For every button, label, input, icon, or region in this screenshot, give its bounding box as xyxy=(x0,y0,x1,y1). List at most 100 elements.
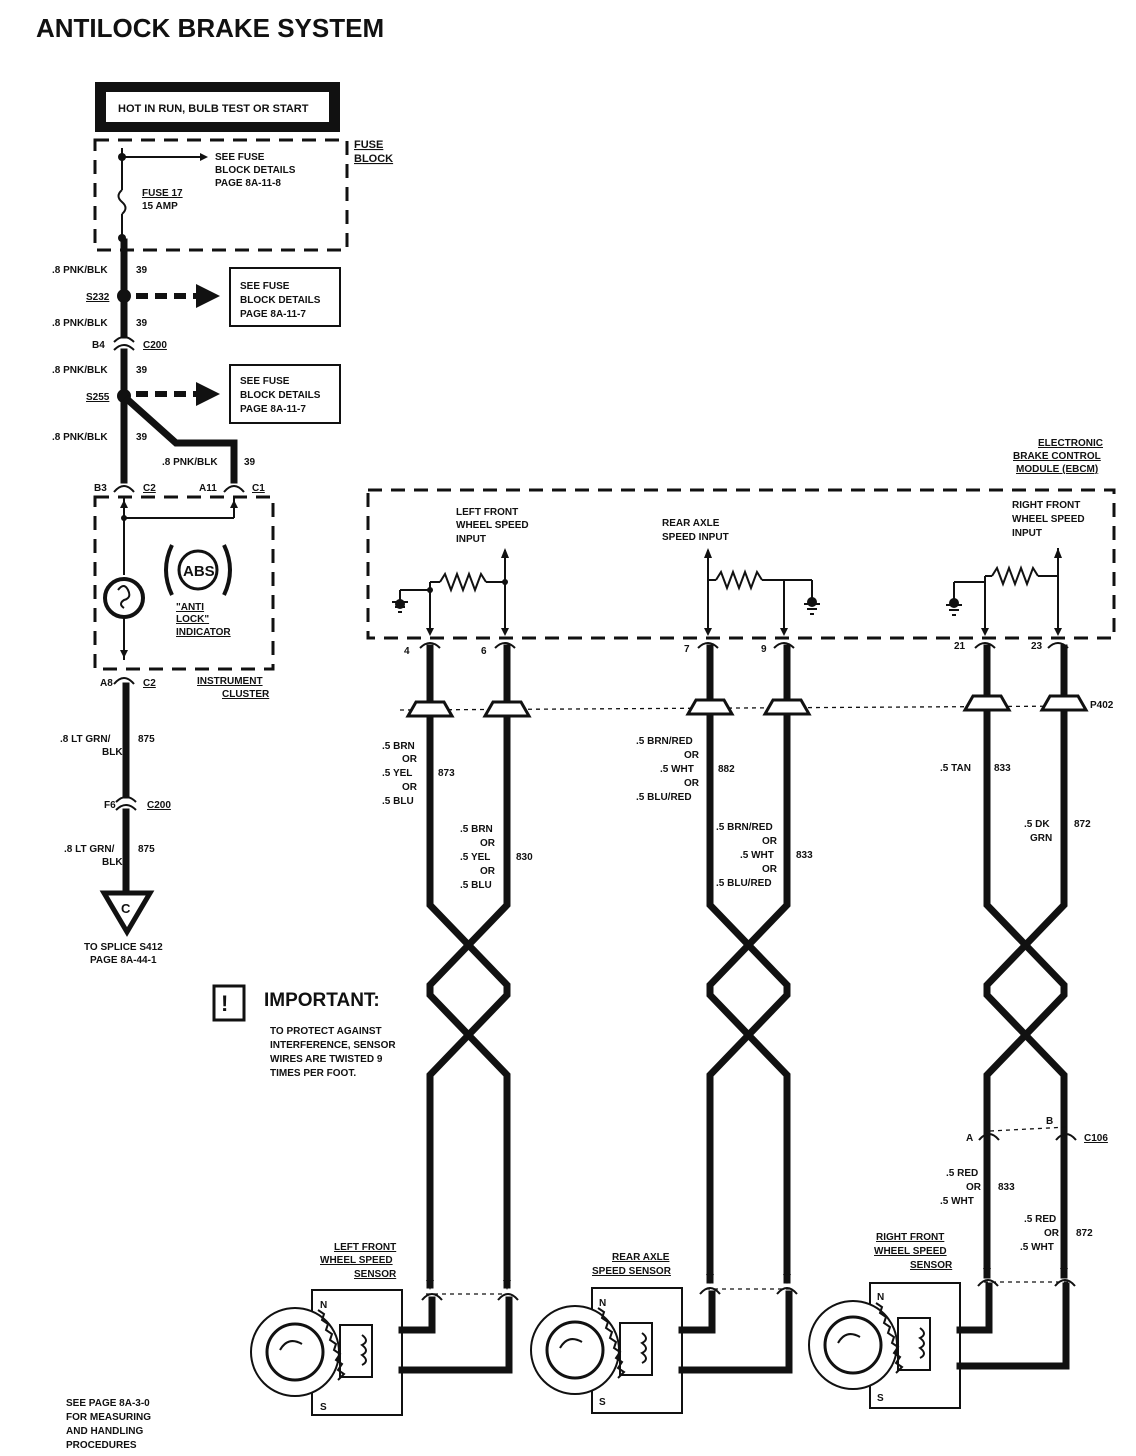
ebcm-pin-9: 9 xyxy=(761,644,767,655)
svg-text:S232: S232 xyxy=(86,292,110,303)
svg-text:OR: OR xyxy=(684,750,700,761)
ebcm-pin-21: 21 xyxy=(954,641,966,652)
svg-text:SEE FUSE: SEE FUSE xyxy=(240,281,290,292)
svg-text:.5 TAN: .5 TAN xyxy=(940,763,971,774)
ground-c-triangle-icon xyxy=(99,890,155,937)
svg-text:PROCEDURES: PROCEDURES xyxy=(66,1440,137,1451)
svg-text:REAR AXLE: REAR AXLE xyxy=(612,1252,670,1263)
svg-text:.8 PNK/BLK: .8 PNK/BLK xyxy=(162,457,218,468)
svg-text:872: 872 xyxy=(1076,1228,1093,1239)
svg-text:OR: OR xyxy=(966,1182,982,1193)
svg-text:.5 BLU: .5 BLU xyxy=(382,796,414,807)
svg-text:N: N xyxy=(320,1300,327,1311)
svg-text:.5 YEL: .5 YEL xyxy=(460,852,490,863)
svg-text:BLOCK DETAILS: BLOCK DETAILS xyxy=(215,165,296,176)
svg-text:A: A xyxy=(966,1133,973,1144)
power-source-label: HOT IN RUN, BULB TEST OR START xyxy=(118,103,309,115)
svg-text:TIMES PER FOOT.: TIMES PER FOOT. xyxy=(270,1068,356,1079)
ground-note: TO SPLICE S412 xyxy=(84,942,163,953)
svg-text:39: 39 xyxy=(244,457,256,468)
svg-text:OR: OR xyxy=(1044,1228,1060,1239)
svg-text:BLK: BLK xyxy=(102,857,123,868)
svg-text:PAGE 8A-44-1: PAGE 8A-44-1 xyxy=(90,955,157,966)
svg-text:.5 BRN: .5 BRN xyxy=(460,824,493,835)
svg-text:N: N xyxy=(877,1292,884,1303)
svg-text:PAGE 8A-11-7: PAGE 8A-11-7 xyxy=(240,404,306,415)
svg-text:PAGE 8A-11-8: PAGE 8A-11-8 xyxy=(215,178,281,189)
svg-text:.5 RED: .5 RED xyxy=(1024,1214,1056,1225)
fuse-symbol-icon xyxy=(117,189,127,215)
svg-text:OR: OR xyxy=(762,864,778,875)
svg-text:C1: C1 xyxy=(252,483,265,494)
branch-wire-a11 xyxy=(123,395,238,484)
fuse-block-outline xyxy=(93,138,349,252)
svg-text:B3: B3 xyxy=(94,483,107,494)
abs-logo-icon xyxy=(164,544,174,596)
svg-text:C2: C2 xyxy=(143,483,156,494)
footnote: SEE PAGE 8A-3-0 xyxy=(66,1398,150,1409)
svg-text:OR: OR xyxy=(480,838,496,849)
important-heading: IMPORTANT: xyxy=(264,990,380,1011)
indicator-lamp-icon xyxy=(103,577,145,619)
svg-text:OR: OR xyxy=(684,778,700,789)
page-title: ANTILOCK BRAKE SYSTEM xyxy=(36,13,384,43)
abs-logo-text: ABS xyxy=(183,563,215,580)
fuse-label: FUSE 17 xyxy=(142,188,183,199)
svg-text:.5 BRN/RED: .5 BRN/RED xyxy=(716,822,773,833)
connector-c200-f6 xyxy=(115,796,137,803)
exclamation-icon: ! xyxy=(221,991,228,1016)
svg-text:.5 BRN/RED: .5 BRN/RED xyxy=(636,736,693,747)
connector-c200-top xyxy=(113,336,135,343)
svg-text:WHEEL SPEED: WHEEL SPEED xyxy=(456,520,529,531)
svg-text:C2: C2 xyxy=(143,678,156,689)
svg-text:PAGE 8A-11-7: PAGE 8A-11-7 xyxy=(240,309,306,320)
lf-resistor-icon xyxy=(439,571,487,593)
svg-text:LOCK": LOCK" xyxy=(176,614,209,625)
svg-text:GRN: GRN xyxy=(1030,833,1052,844)
ra-input-label: SPEED INPUT xyxy=(662,532,729,543)
ra-sensor-wire-pair xyxy=(706,644,791,1284)
connector-c106-a xyxy=(978,1133,1000,1141)
lf-input-label: INPUT xyxy=(456,534,486,545)
c106-label: C106 xyxy=(1084,1133,1108,1144)
connector-c106-b xyxy=(1055,1133,1077,1141)
svg-text:882: 882 xyxy=(718,764,735,775)
svg-text:.8 LT GRN/: .8 LT GRN/ xyxy=(60,734,111,745)
s232-arrow-icon xyxy=(196,284,220,308)
svg-text:.5 WHT: .5 WHT xyxy=(1020,1242,1054,1253)
important-icon xyxy=(212,984,246,1022)
svg-text:REAR AXLE: REAR AXLE xyxy=(662,518,720,529)
svg-text:B4: B4 xyxy=(92,340,105,351)
svg-text:.5 BLU: .5 BLU xyxy=(460,880,492,891)
connector-c2-b3 xyxy=(113,485,135,493)
svg-text:S255: S255 xyxy=(86,392,110,403)
ra-sensor-label: SPEED SENSOR xyxy=(592,1266,672,1277)
svg-text:.8 PNK/BLK: .8 PNK/BLK xyxy=(52,265,108,276)
svg-text:FOR MEASURING: FOR MEASURING xyxy=(66,1412,151,1423)
svg-text:C200: C200 xyxy=(147,800,171,811)
fuse-block-label: FUSE xyxy=(354,139,383,151)
connector-c2-a8 xyxy=(113,677,135,685)
rf-ground-icon xyxy=(946,604,962,616)
svg-text:RIGHT FRONT: RIGHT FRONT xyxy=(1012,500,1080,511)
svg-text:LEFT FRONT: LEFT FRONT xyxy=(334,1242,396,1253)
svg-text:RIGHT FRONT: RIGHT FRONT xyxy=(876,1232,944,1243)
svg-text:.8 PNK/BLK: .8 PNK/BLK xyxy=(52,365,108,376)
svg-text:.5 BRN: .5 BRN xyxy=(382,741,415,752)
svg-text:ELECTRONIC: ELECTRONIC xyxy=(1038,438,1103,449)
svg-text:.8 PNK/BLK: .8 PNK/BLK xyxy=(52,318,108,329)
svg-text:A8: A8 xyxy=(100,678,113,689)
svg-text:873: 873 xyxy=(438,768,455,779)
svg-text:15 AMP: 15 AMP xyxy=(142,201,178,212)
svg-text:S: S xyxy=(599,1397,606,1408)
svg-text:LEFT FRONT: LEFT FRONT xyxy=(456,507,518,518)
svg-text:A11: A11 xyxy=(199,483,217,494)
ra-resistor-icon xyxy=(715,569,763,591)
svg-text:.5 DK: .5 DK xyxy=(1024,819,1050,830)
svg-text:830: 830 xyxy=(516,852,533,863)
svg-text:WHEEL SPEED: WHEEL SPEED xyxy=(874,1246,947,1257)
svg-text:CLUSTER: CLUSTER xyxy=(222,689,270,700)
svg-text:S: S xyxy=(877,1393,884,1404)
connector-c1-a11 xyxy=(223,485,245,493)
svg-text:C: C xyxy=(121,901,131,916)
